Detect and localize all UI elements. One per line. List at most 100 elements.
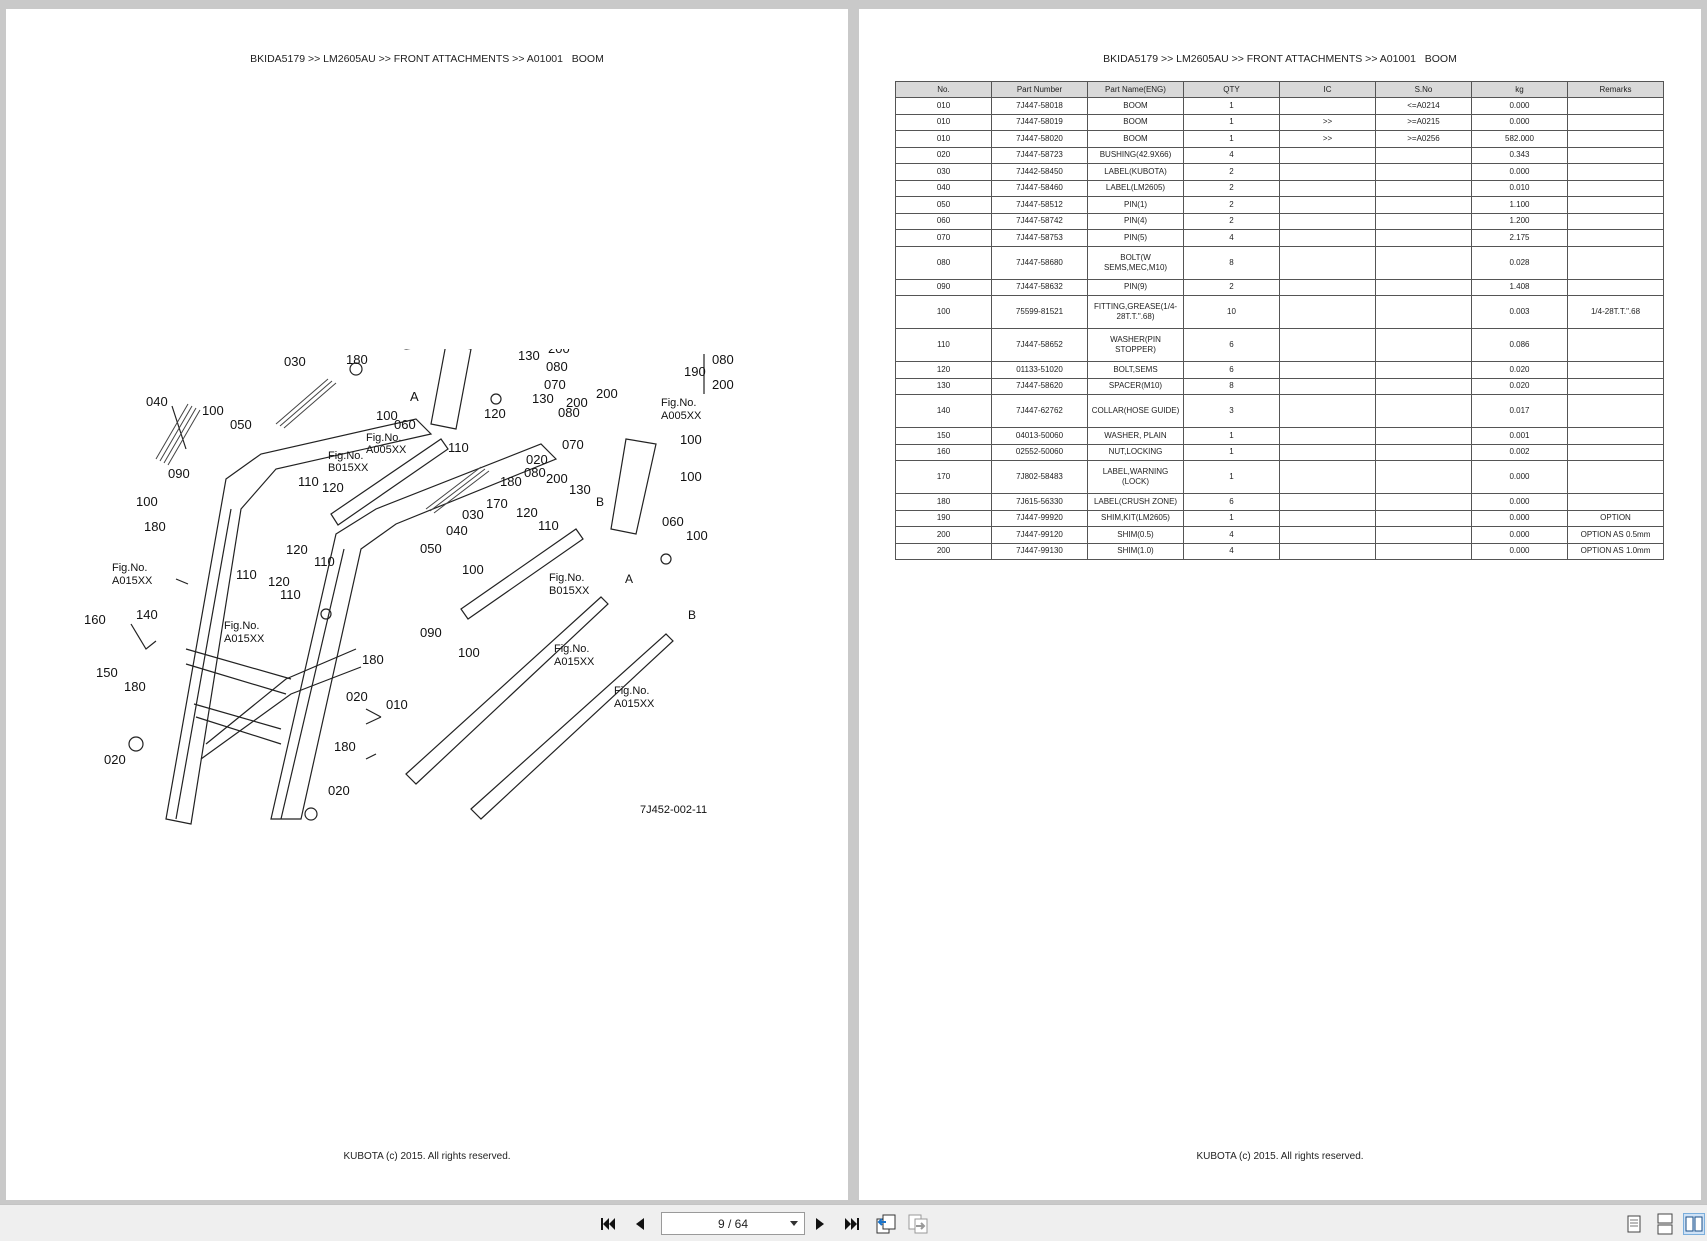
- callout-label: 040: [146, 394, 168, 409]
- table-cell: 0.028: [1471, 245, 1568, 280]
- table-cell: 120: [895, 361, 992, 379]
- table-cell: 0.002: [1471, 443, 1568, 461]
- callout-label: 200: [712, 377, 734, 392]
- forward-view-icon: [908, 1214, 928, 1234]
- table-cell: BOOM: [1087, 97, 1184, 115]
- callout-label: 080: [524, 465, 546, 480]
- table-cell: [1279, 493, 1376, 511]
- back-view-button[interactable]: [874, 1212, 898, 1236]
- callout-label: Fig.No.: [328, 450, 363, 462]
- table-cell: [1567, 113, 1664, 131]
- table-cell: 0.086: [1471, 328, 1568, 362]
- table-cell: 10: [1183, 295, 1280, 329]
- table-cell: SPACER(M10): [1087, 377, 1184, 395]
- page-indicator: 9 / 64: [717, 1216, 749, 1231]
- table-cell: 0.000: [1471, 509, 1568, 527]
- table-cell: 1: [1183, 427, 1280, 445]
- forward-view-button[interactable]: [906, 1212, 930, 1236]
- table-cell: [1279, 509, 1376, 527]
- callout-label: 130: [532, 391, 554, 406]
- previous-page-icon: [636, 1218, 644, 1230]
- table-cell: 0.000: [1471, 493, 1568, 511]
- callout-label: 100: [680, 432, 702, 447]
- table-cell: 2: [1183, 179, 1280, 197]
- table-cell: [1375, 196, 1472, 214]
- first-page-button[interactable]: [598, 1213, 618, 1235]
- table-cell: SHIM(1.0): [1087, 542, 1184, 560]
- table-cell: 1: [1183, 443, 1280, 461]
- table-cell: [1567, 97, 1664, 115]
- table-cell: [1279, 427, 1376, 445]
- table-cell: [1279, 179, 1376, 197]
- table-cell: 0.000: [1471, 542, 1568, 560]
- table-cell: 4: [1183, 542, 1280, 560]
- table-cell: 7J447-58018: [991, 97, 1088, 115]
- callout-label: 200: [596, 386, 618, 401]
- column-header: QTY: [1183, 81, 1280, 98]
- callout-label: 020: [526, 452, 548, 467]
- callout-label: A015XX: [224, 633, 265, 645]
- callout-label: 070: [494, 349, 516, 351]
- next-page-button[interactable]: [810, 1213, 830, 1235]
- table-cell: >=A0256: [1375, 130, 1472, 148]
- callout-label: Fig.No.: [661, 397, 696, 409]
- table-cell: [1375, 526, 1472, 544]
- callout-label: B015XX: [328, 462, 369, 474]
- table-cell: [1375, 278, 1472, 296]
- table-cell: OPTION: [1567, 509, 1664, 527]
- table-cell: [1279, 163, 1376, 181]
- continuous-view-button[interactable]: [1655, 1212, 1675, 1236]
- callout-label: 200: [566, 395, 588, 410]
- table-cell: 0.010: [1471, 179, 1568, 197]
- page-number-field[interactable]: 9 / 64: [661, 1212, 805, 1235]
- table-cell: 0.020: [1471, 377, 1568, 395]
- callout-label: 190: [684, 364, 706, 379]
- table-cell: 4: [1183, 229, 1280, 247]
- table-cell: 2: [1183, 196, 1280, 214]
- table-cell: <=A0214: [1375, 97, 1472, 115]
- callout-label: A: [410, 389, 419, 404]
- table-cell: 7J447-58680: [991, 245, 1088, 280]
- chevron-down-icon[interactable]: [790, 1221, 798, 1226]
- callout-label: 110: [538, 518, 559, 533]
- table-cell: 01133-51020: [991, 361, 1088, 379]
- table-cell: 7J447-58512: [991, 196, 1088, 214]
- table-cell: 4: [1183, 526, 1280, 544]
- table-cell: 060: [895, 212, 992, 230]
- callout-label: 100: [136, 494, 158, 509]
- table-cell: [1375, 212, 1472, 230]
- table-cell: [1567, 361, 1664, 379]
- two-page-view-button[interactable]: [1683, 1213, 1705, 1235]
- table-cell: 0.000: [1471, 163, 1568, 181]
- table-cell: [1375, 427, 1472, 445]
- previous-page-button[interactable]: [630, 1213, 650, 1235]
- table-cell: [1279, 295, 1376, 329]
- callout-label: Fig.No.: [554, 643, 589, 655]
- table-cell: [1279, 229, 1376, 247]
- column-header: No.: [895, 81, 992, 98]
- single-page-view-button[interactable]: [1625, 1214, 1643, 1234]
- table-cell: 1: [1183, 130, 1280, 148]
- callout-label: 110: [448, 440, 469, 455]
- table-cell: 200: [895, 526, 992, 544]
- table-cell: 6: [1183, 361, 1280, 379]
- table-cell: 3: [1183, 394, 1280, 428]
- table-cell: [1375, 245, 1472, 280]
- callout-label: 110: [236, 567, 257, 582]
- last-page-button[interactable]: [842, 1213, 862, 1235]
- callout-label: 130: [518, 349, 540, 363]
- table-cell: 0.343: [1471, 146, 1568, 164]
- last-page-icon: [845, 1218, 859, 1230]
- table-cell: [1375, 493, 1472, 511]
- page-footer: KUBOTA (c) 2015. All rights reserved.: [1196, 1151, 1364, 1162]
- callout-label: 090: [168, 466, 190, 481]
- callout-label: Fig.No.: [224, 620, 259, 632]
- table-cell: 0.020: [1471, 361, 1568, 379]
- table-cell: [1375, 460, 1472, 494]
